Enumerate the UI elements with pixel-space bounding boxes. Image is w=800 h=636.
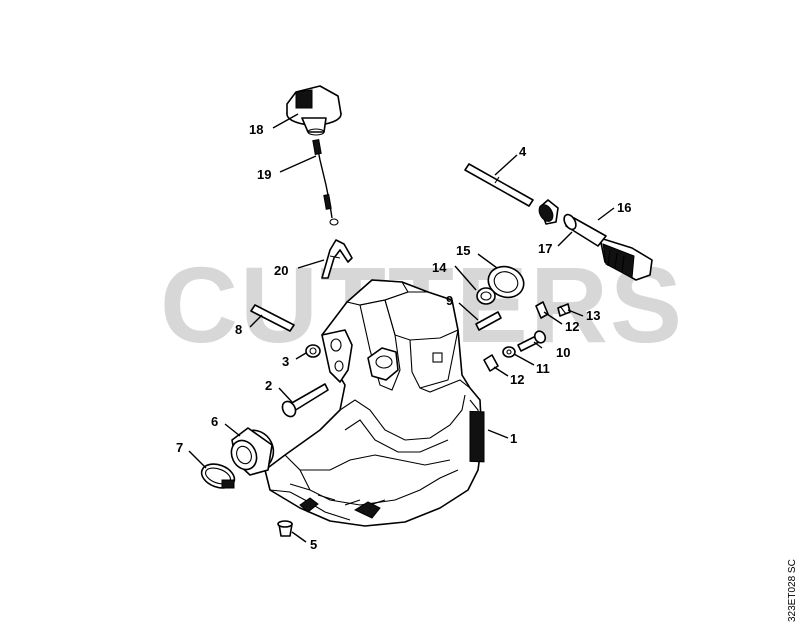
- callout-12-lower: 12: [510, 372, 524, 387]
- callout-9: 9: [446, 293, 453, 308]
- part-10-screw: [517, 330, 547, 352]
- part-4-rod: [464, 163, 534, 207]
- part-11-washer: [502, 346, 516, 358]
- part-15-ring: [487, 265, 525, 299]
- leader-lines: [188, 113, 615, 543]
- callout-19: 19: [257, 167, 271, 182]
- callout-6: 6: [211, 414, 218, 429]
- part-17-sleeve: [563, 213, 607, 247]
- callout-15: 15: [456, 243, 470, 258]
- callout-4: 4: [519, 144, 527, 159]
- callout-2: 2: [265, 378, 272, 393]
- callout-16: 16: [617, 200, 631, 215]
- callout-20: 20: [274, 263, 288, 278]
- callout-labels: 18 19 20 8 3 2 6 7 5 1 4 16 17 15 14 9 1…: [176, 122, 631, 552]
- callout-18: 18: [249, 122, 263, 137]
- part-18-tank-cap: [286, 85, 342, 136]
- callout-17: 17: [538, 241, 552, 256]
- part-1-tank-housing: [264, 279, 485, 527]
- part-7-hose-clamp: [200, 463, 236, 489]
- callout-14: 14: [432, 260, 447, 275]
- part-2-bolt: [281, 383, 329, 418]
- part-9-pin: [475, 311, 502, 331]
- callout-5: 5: [310, 537, 317, 552]
- callout-13: 13: [586, 308, 600, 323]
- callout-3: 3: [282, 354, 289, 369]
- drawing-code: 323ET028 SC: [787, 559, 798, 622]
- part-3-nut: [305, 344, 321, 358]
- part-16-knob: [538, 199, 653, 281]
- part-8-pin: [250, 304, 295, 332]
- callout-12-upper: 12: [565, 319, 579, 334]
- part-6-manifold: [230, 427, 275, 476]
- part-19-suction-line: [312, 139, 339, 226]
- part-14-grommet: [476, 287, 496, 305]
- part-13-screw: [557, 303, 571, 317]
- part-20-clip: [321, 239, 353, 279]
- callout-11: 11: [536, 361, 550, 376]
- callout-7: 7: [176, 440, 183, 455]
- callout-1: 1: [510, 431, 517, 446]
- callout-10: 10: [556, 345, 570, 360]
- callout-8: 8: [235, 322, 242, 337]
- part-5-buffer: [277, 520, 293, 537]
